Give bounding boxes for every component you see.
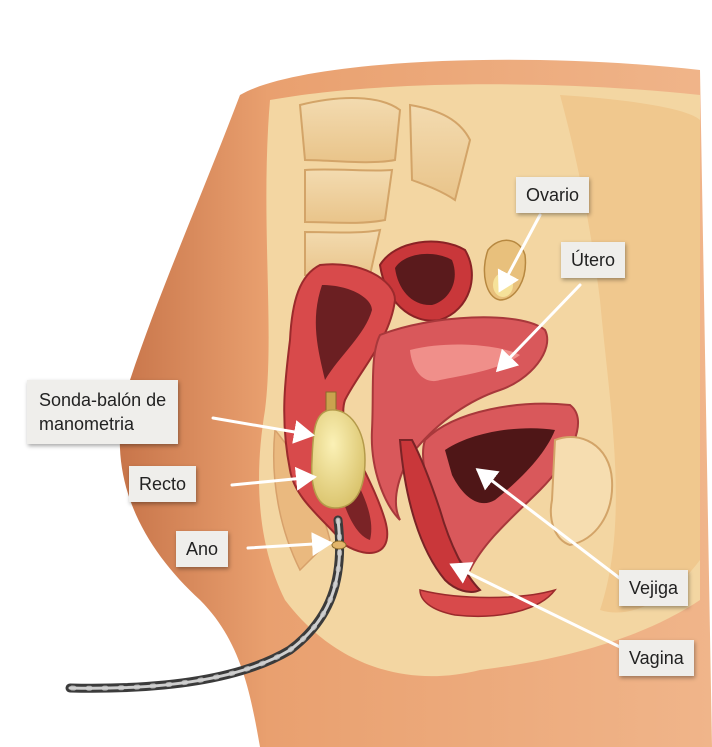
label-ovario: Ovario bbox=[516, 177, 589, 213]
label-ano: Ano bbox=[176, 531, 228, 567]
label-sonda-line2: manometria bbox=[39, 412, 166, 436]
label-recto: Recto bbox=[129, 466, 196, 502]
anal-ring bbox=[332, 541, 346, 549]
label-sonda-line1: Sonda-balón de bbox=[39, 388, 166, 412]
label-vejiga: Vejiga bbox=[619, 570, 688, 606]
label-vagina: Vagina bbox=[619, 640, 694, 676]
label-utero: Útero bbox=[561, 242, 625, 278]
label-sonda-balon: Sonda-balón de manometria bbox=[27, 380, 178, 444]
